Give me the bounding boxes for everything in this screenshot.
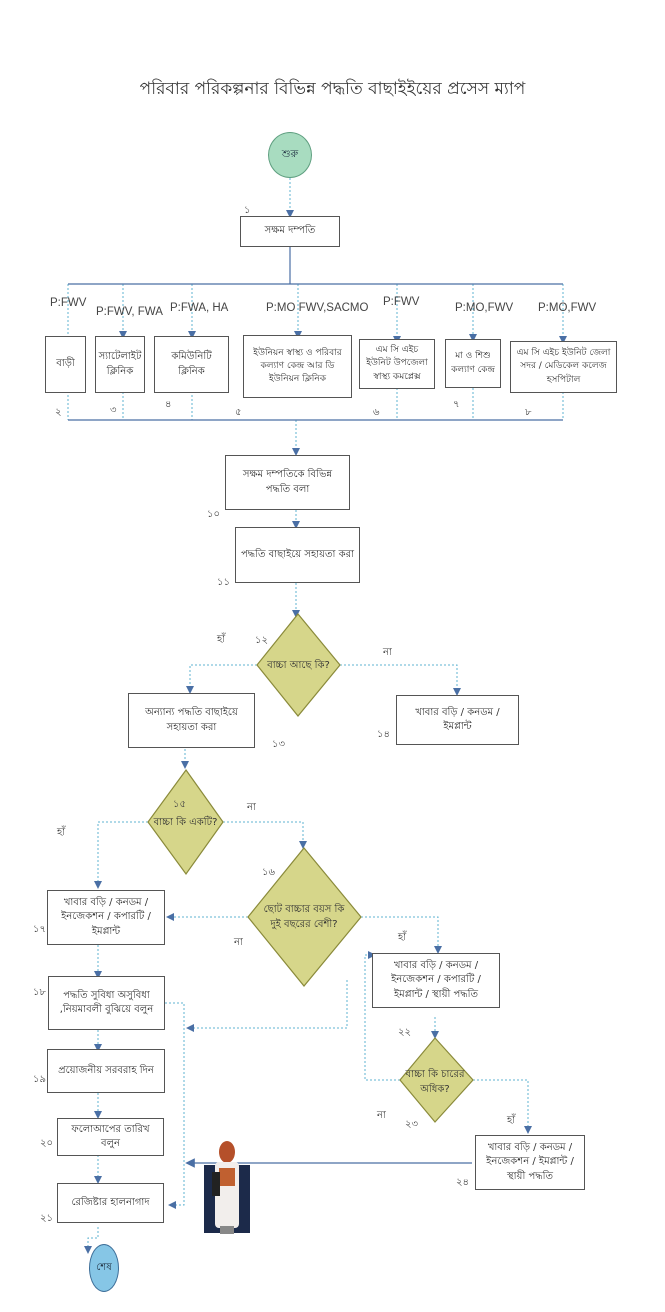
decision-label: বাচ্চা আছে কি? bbox=[267, 659, 330, 671]
role-label: P:FWA, HA bbox=[170, 302, 229, 314]
step-number: ১০ bbox=[207, 509, 220, 520]
step-number: ৪ bbox=[165, 399, 172, 410]
no-label: না bbox=[234, 937, 243, 948]
step-number: ২৩ bbox=[405, 1119, 419, 1130]
step-number: ১২ bbox=[255, 635, 268, 646]
step-24-box[interactable]: খাবার বড়ি / কনডম / ইনজেকশন / ইমপ্লান্ট … bbox=[475, 1135, 585, 1190]
location-box-mcwc[interactable]: মা ও শিশু কল্যাণ কেন্দ্র bbox=[445, 339, 501, 388]
decision-label: ছোট বাচ্চার বয়স কি দুই বছরের বেশী? bbox=[263, 904, 345, 930]
location-label: এম সি এইচ ইউনিট জেলা সদর / মেডিকেল কলেজ … bbox=[516, 348, 611, 385]
no-label: না bbox=[377, 1110, 386, 1121]
step-number: ৭ bbox=[453, 399, 460, 410]
location-box-community-clinic[interactable]: কমিউনিটি ক্লিনিক bbox=[154, 336, 229, 393]
step-number: ২২ bbox=[398, 1027, 412, 1038]
decision-16-shape bbox=[247, 847, 362, 987]
step-label: রেজিষ্টার হালনাগাদ bbox=[71, 1196, 150, 1208]
step-13-box[interactable]: অন্যান্য পদ্ধতি বাছাইয়ে সহায়তা করা bbox=[128, 693, 255, 748]
step-label: পদ্ধতি সুবিধা অসুবিধা ,নিয়মাবলী বুঝিয়ে… bbox=[59, 989, 154, 1016]
role-label: P:FWV bbox=[50, 297, 87, 309]
end-label: শেষ bbox=[96, 1261, 112, 1273]
step-1-box[interactable]: সক্ষম দম্পতি bbox=[240, 216, 340, 247]
decision-15-shape bbox=[147, 768, 224, 876]
decision-12-shape bbox=[256, 613, 341, 717]
yes-label: হাঁ bbox=[398, 932, 407, 943]
step-number: ১৬ bbox=[262, 867, 275, 878]
step-number: ২১ bbox=[40, 1213, 53, 1224]
step-20-box[interactable]: ফলোআপের তারিখ বলুন bbox=[57, 1118, 164, 1156]
no-label: না bbox=[383, 647, 392, 658]
decision-15[interactable]: বাচ্চা কি একটি? bbox=[148, 812, 223, 832]
start-terminal[interactable]: শুরু bbox=[268, 132, 312, 178]
location-label: মা ও শিশু কল্যাণ কেন্দ্র bbox=[451, 351, 495, 375]
yes-label: হাঁ bbox=[57, 827, 66, 838]
step-number: ১৫ bbox=[173, 799, 186, 810]
no-label: না bbox=[247, 802, 256, 813]
step-label: খাবার বড়ি / কনডম / ইনজেকশন / কপারটি / ই… bbox=[61, 896, 151, 937]
decision-23-shape bbox=[399, 1037, 474, 1123]
step-label: প্রয়োজনীয় সরবরাহ দিন bbox=[58, 1064, 154, 1076]
step-label: সক্ষম দম্পতি bbox=[264, 225, 316, 237]
step-number: ৫ bbox=[235, 407, 242, 418]
step-19-box[interactable]: প্রয়োজনীয় সরবরাহ দিন bbox=[47, 1049, 165, 1093]
step-number: ৬ bbox=[373, 407, 380, 418]
step-label: পদ্ধতি বাছাইয়ে সহায়তা করা bbox=[240, 548, 354, 560]
location-label: কমিউনিটি ক্লিনিক bbox=[171, 351, 212, 377]
decision-12[interactable]: বাচ্চা আছে কি? bbox=[257, 655, 340, 675]
step-label: অন্যান্য পদ্ধতি বাছাইয়ে সহায়তা করা bbox=[145, 707, 238, 733]
step-number: ৮ bbox=[525, 407, 532, 418]
step-number: ১ bbox=[244, 205, 251, 216]
location-box-district-hospital[interactable]: এম সি এইচ ইউনিট জেলা সদর / মেডিকেল কলেজ … bbox=[510, 341, 617, 393]
start-label: শুরু bbox=[281, 148, 299, 160]
decision-label: বাচ্চা কি একটি? bbox=[153, 816, 218, 828]
step-label: সক্ষম দম্পতিকে বিভিন্ন পদ্ধতি বলা bbox=[242, 469, 333, 495]
step-label: খাবার বড়ি / কনডম / ইনজেকশন / কপারটি / ই… bbox=[391, 959, 481, 1000]
step-number: ২০ bbox=[40, 1138, 54, 1149]
step-21-box[interactable]: রেজিষ্টার হালনাগাদ bbox=[57, 1183, 164, 1223]
page-title: পরিবার পরিকল্পনার বিভিন্ন পদ্ধতি বাছাইইয… bbox=[139, 79, 526, 99]
step-14-box[interactable]: খাবার বড়ি / কনডম / ইমপ্লান্ট bbox=[396, 695, 519, 745]
role-label: P:FWV, FWA bbox=[96, 306, 163, 318]
location-label: স্যাটেলাইট ক্লিনিক bbox=[98, 351, 142, 377]
step-11-box[interactable]: পদ্ধতি বাছাইয়ে সহায়তা করা bbox=[235, 527, 360, 583]
step-number: ১৮ bbox=[33, 987, 46, 998]
step-label: খাবার বড়ি / কনডম / ইমপ্লান্ট bbox=[415, 706, 500, 733]
location-box-satellite-clinic[interactable]: স্যাটেলাইট ক্লিনিক bbox=[95, 336, 145, 393]
location-label: এম সি এইচ ইউনিট উপজেলা স্বাস্থ্য কমপ্লেক… bbox=[366, 345, 428, 382]
role-label: P:MO FWV,SACMO bbox=[266, 302, 369, 314]
step-number: ২ bbox=[55, 407, 62, 418]
step-17-box[interactable]: খাবার বড়ি / কনডম / ইনজেকশন / কপারটি / ই… bbox=[47, 890, 165, 945]
step-number: ১৩ bbox=[272, 739, 285, 750]
doctor-icon bbox=[202, 1140, 252, 1235]
location-box-home[interactable]: বাড়ী bbox=[45, 336, 86, 393]
yes-label: হাঁ bbox=[507, 1115, 516, 1126]
step-18-box[interactable]: পদ্ধতি সুবিধা অসুবিধা ,নিয়মাবলী বুঝিয়ে… bbox=[48, 976, 165, 1030]
step-22-box[interactable]: খাবার বড়ি / কনডম / ইনজেকশন / কপারটি / ই… bbox=[372, 953, 500, 1008]
role-label: P:MO,FWV bbox=[538, 302, 597, 314]
location-label: ইউনিয়ন স্বাস্থ্য ও পরিবার কল্যাণ কেন্দ্… bbox=[253, 347, 342, 385]
location-box-union-center[interactable]: ইউনিয়ন স্বাস্থ্য ও পরিবার কল্যাণ কেন্দ্… bbox=[243, 335, 352, 398]
role-label: P:FWV bbox=[383, 296, 420, 308]
location-label: বাড়ী bbox=[56, 358, 75, 370]
step-10-box[interactable]: সক্ষম দম্পতিকে বিভিন্ন পদ্ধতি বলা bbox=[225, 455, 350, 510]
step-number: ১১ bbox=[217, 577, 230, 588]
role-label: P:MO,FWV bbox=[455, 302, 514, 314]
step-number: ২৪ bbox=[456, 1177, 469, 1188]
yes-label: হাঁ bbox=[217, 634, 226, 645]
step-number: ৩ bbox=[110, 405, 117, 416]
step-number: ১৪ bbox=[377, 729, 390, 740]
decision-16[interactable]: ছোট বাচ্চার বয়স কি দুই বছরের বেশী? bbox=[262, 900, 346, 934]
step-label: ফলোআপের তারিখ বলুন bbox=[71, 1123, 150, 1150]
step-label: খাবার বড়ি / কনডম / ইনজেকশন / ইমপ্লান্ট … bbox=[486, 1141, 574, 1182]
decision-23[interactable]: বাচ্চা কি চারের অধিক? bbox=[405, 1065, 465, 1099]
step-number: ১৯ bbox=[33, 1074, 46, 1085]
step-number: ১৭ bbox=[33, 924, 46, 935]
location-box-upazila-complex[interactable]: এম সি এইচ ইউনিট উপজেলা স্বাস্থ্য কমপ্লেক… bbox=[359, 339, 435, 389]
decision-label: বাচ্চা কি চারের অধিক? bbox=[405, 1069, 465, 1095]
end-terminal[interactable]: শেষ bbox=[89, 1244, 119, 1292]
